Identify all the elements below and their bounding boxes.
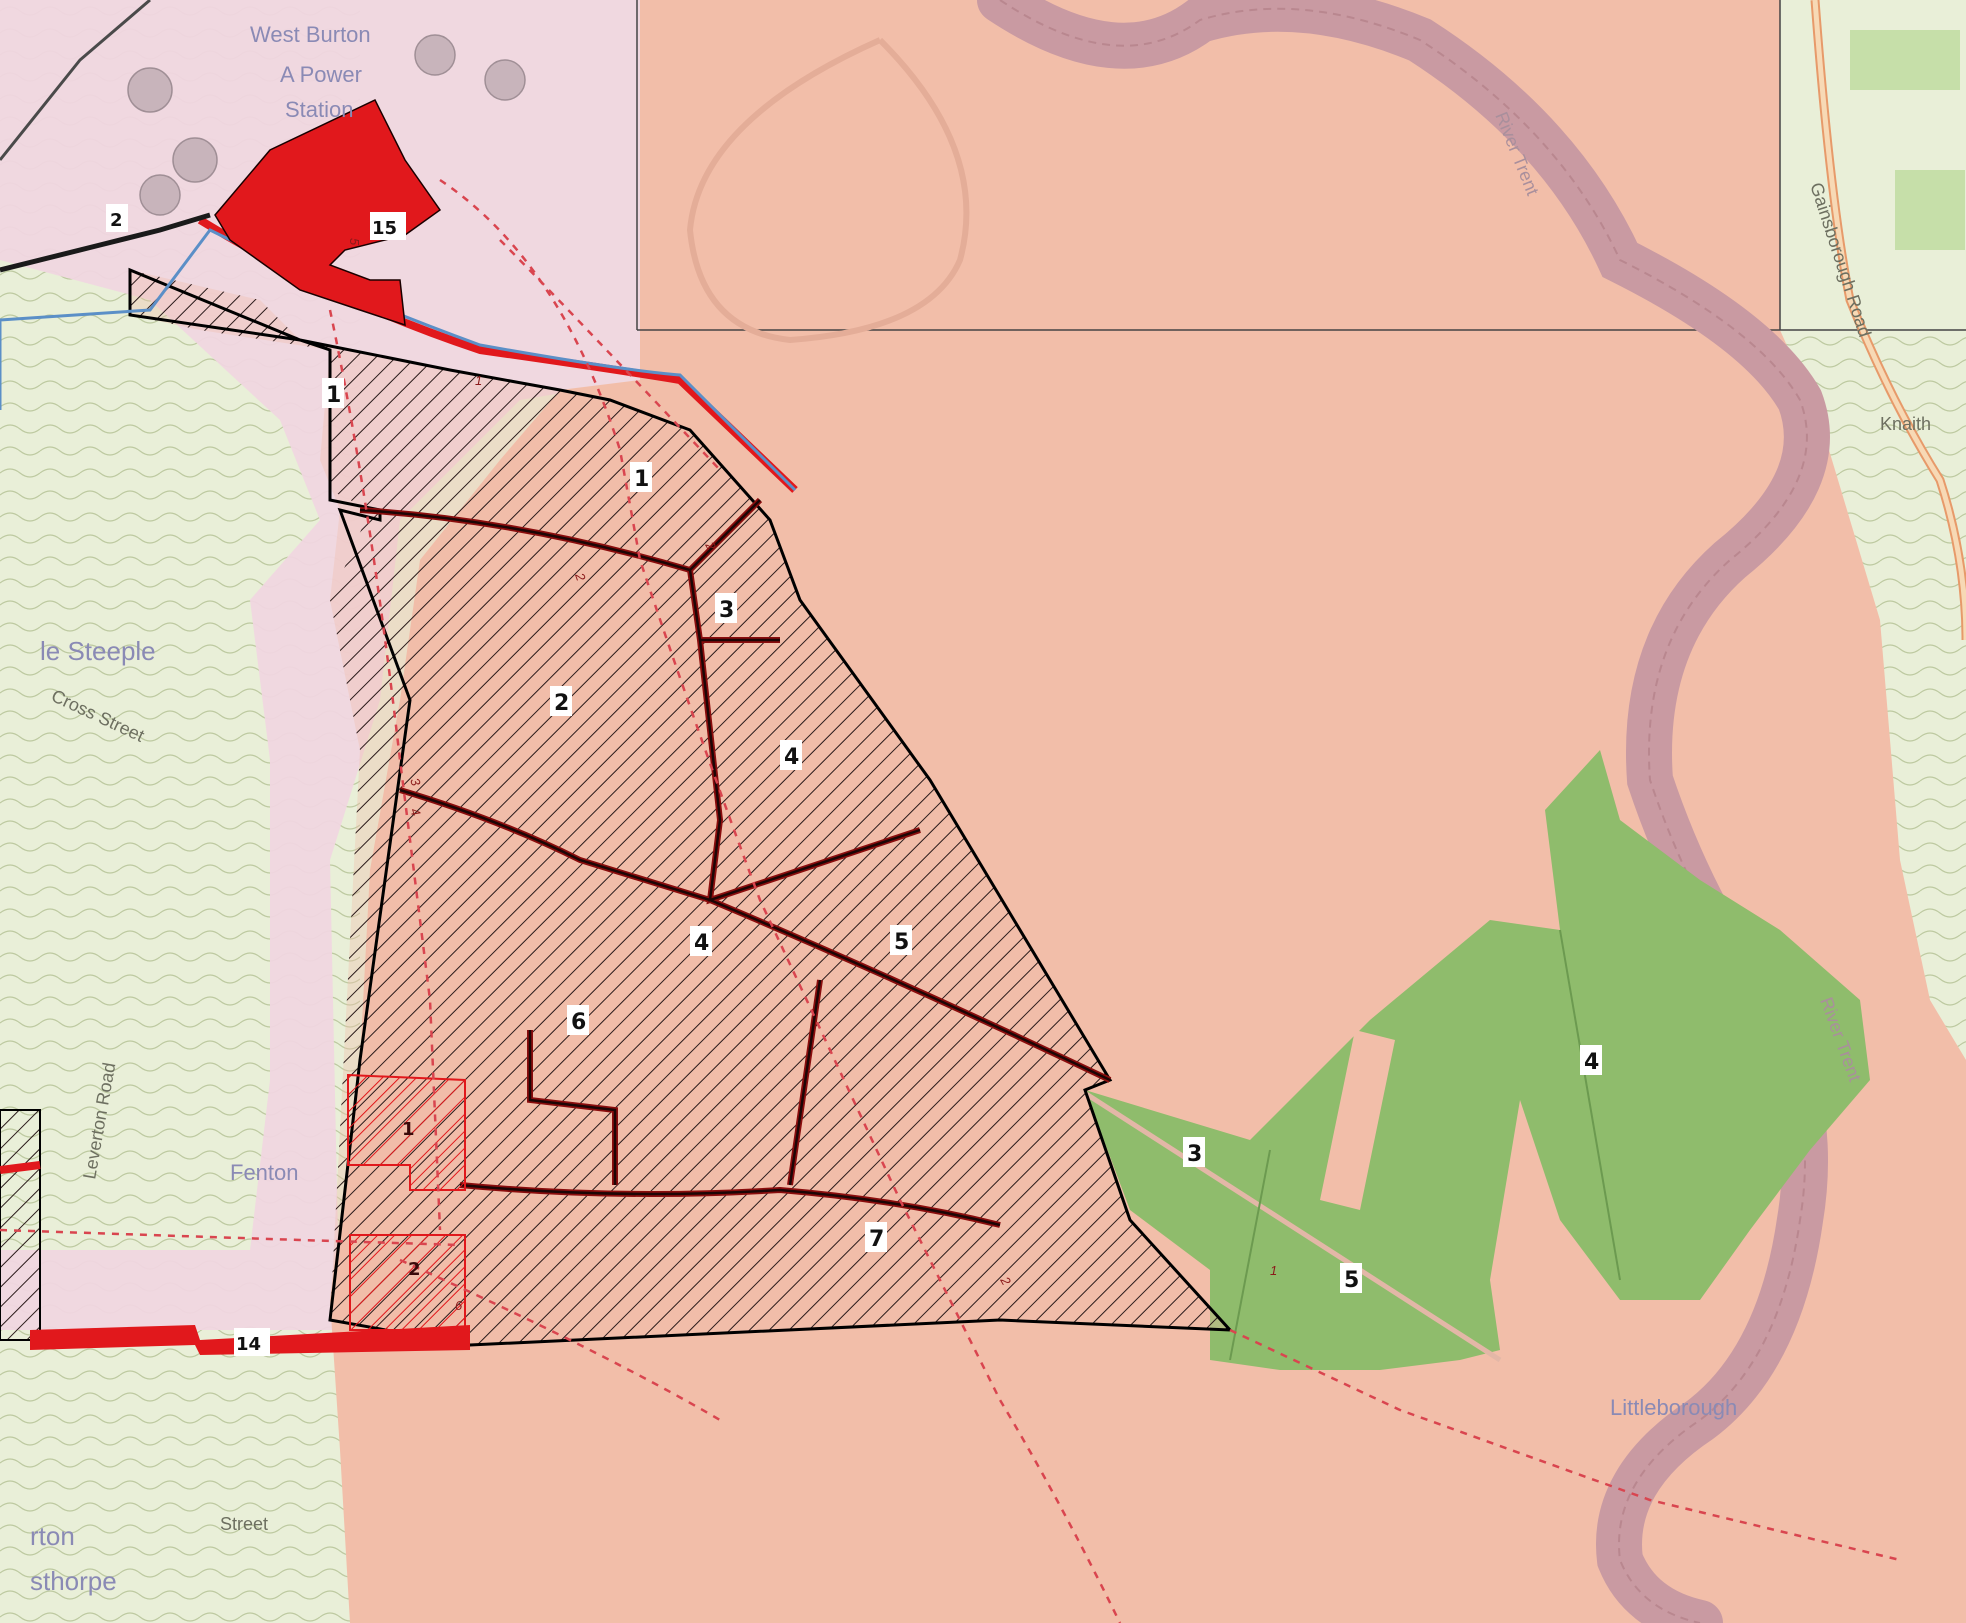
label-black-5: 5 xyxy=(890,925,912,955)
label-red-hatched-1: 1 xyxy=(402,1119,415,1140)
route-label: 1 xyxy=(475,373,482,388)
road-north xyxy=(0,212,211,273)
black-hatched-site-outline xyxy=(128,267,1234,1347)
east-land-strip-field-2 xyxy=(1895,170,1965,250)
label-green-4: 4 xyxy=(1580,1045,1602,1075)
route-label: 5 xyxy=(347,238,362,246)
route-label: 1 xyxy=(1270,1263,1277,1278)
green-zone-divider xyxy=(1559,929,1621,1281)
label-text: 1 xyxy=(634,467,649,492)
east-land-strip-field xyxy=(1850,30,1960,90)
label-black-7: 7 xyxy=(865,1222,887,1252)
label-text: 2 xyxy=(110,210,123,231)
label-red-hatched-2: 2 xyxy=(408,1259,421,1280)
black-hatched-site-pattern xyxy=(130,270,1230,1345)
label-green-5: 5 xyxy=(1340,1263,1362,1293)
label-text: 15 xyxy=(372,218,397,239)
red-west-stub xyxy=(0,1161,41,1174)
green-zone-divider xyxy=(1229,1149,1271,1361)
place-station: Station xyxy=(285,97,354,122)
label-text: 4 xyxy=(784,745,799,770)
red-hatched-site-2 xyxy=(349,1234,466,1331)
label-text: 1 xyxy=(326,383,341,408)
label-black-1-east: 1 xyxy=(630,462,652,492)
label-text: 3 xyxy=(719,598,734,623)
label-text: 3 xyxy=(1187,1142,1202,1167)
old-meander xyxy=(686,37,970,344)
label-road-2: 2 xyxy=(106,204,128,232)
label-text: 2 xyxy=(554,691,569,716)
label-black-4-south: 4 xyxy=(690,926,712,956)
red-solid-site xyxy=(214,99,442,327)
label-street-south: Street xyxy=(220,1514,268,1534)
label-black-6: 6 xyxy=(567,1005,589,1035)
place-littleborough: Littleborough xyxy=(1610,1395,1737,1420)
label-black-4-north: 4 xyxy=(780,740,802,770)
place-sturton: rton xyxy=(30,1521,75,1551)
label-text: 6 xyxy=(571,1010,586,1035)
label-red-14: 14 xyxy=(234,1328,270,1356)
route-label: 4 xyxy=(407,806,424,818)
east-road xyxy=(1812,0,1966,641)
label-text: 7 xyxy=(869,1227,884,1252)
river-trent-channel xyxy=(999,0,1808,1623)
dashed-lines xyxy=(0,178,1901,1623)
label-text: 5 xyxy=(894,930,909,955)
green-zone xyxy=(1085,750,1870,1370)
internal-boundary-shadow xyxy=(359,499,1111,1227)
label-black-3: 3 xyxy=(715,593,737,623)
green-zone-gap xyxy=(1320,1030,1395,1210)
label-text: 4 xyxy=(694,931,709,956)
rail-line xyxy=(0,0,151,161)
place-cottam: sthorpe xyxy=(30,1566,117,1596)
label-green-3: 3 xyxy=(1183,1137,1205,1167)
place-fenton: Fenton xyxy=(230,1160,299,1185)
power-station-cooling-towers xyxy=(127,34,526,216)
pink-zone xyxy=(0,0,640,1330)
west-hatched-strip xyxy=(0,1109,41,1341)
place-steeple: le Steeple xyxy=(40,636,156,666)
label-text: 5 xyxy=(1344,1268,1359,1293)
place-west-burton: West Burton xyxy=(250,22,371,47)
route-label: 6 xyxy=(455,1298,463,1313)
green-zone-track xyxy=(1078,1087,1502,1363)
place-a-power: A Power xyxy=(280,62,362,87)
label-red-15: 15 xyxy=(370,212,406,240)
label-black-1-west: 1 xyxy=(322,378,344,408)
label-text: 14 xyxy=(236,1334,261,1355)
place-knaith: Knaith xyxy=(1880,414,1931,434)
label-text: 4 xyxy=(1584,1050,1599,1075)
label-black-2: 2 xyxy=(550,686,572,716)
